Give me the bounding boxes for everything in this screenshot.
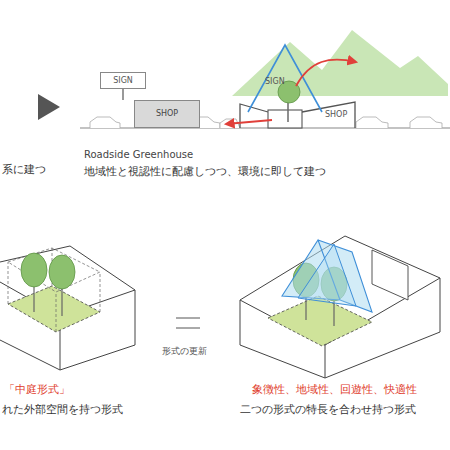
update-label: 形式の更新 [162, 346, 207, 356]
equals-sign [176, 318, 200, 319]
shop-box: SHOP [134, 100, 200, 128]
sign-board: SIGN [100, 72, 146, 89]
form-caption: れた外部空間を持つ形式 [2, 404, 123, 417]
qualities-label: 象徴性、地域性、回遊性、快適性 [252, 384, 417, 397]
greenhouse-roof [248, 45, 322, 112]
form-caption: 二つの形式の特長を合わせ持つ形式 [240, 404, 416, 417]
shop-label: SHOP [325, 110, 347, 119]
greenhouse-base [268, 110, 302, 128]
caption-fragment: 系に建つ [2, 164, 46, 177]
sign-label: SIGN [265, 77, 285, 86]
node-text: SHOP [156, 109, 178, 118]
house-with-greenhouse [240, 236, 440, 378]
sign-post [122, 89, 124, 100]
view-arrow [296, 60, 356, 86]
access-arrow [226, 120, 272, 124]
scheme-caption: 地域性と視認性に配慮しつつ、環境に即して建つ [84, 166, 326, 179]
mountains [232, 30, 448, 96]
scheme-title: Roadside Greenhouse [84, 149, 193, 161]
equals-sign [176, 328, 200, 329]
node-text: SIGN [113, 76, 133, 85]
building-outline [240, 102, 355, 128]
courtyard-box [0, 246, 135, 370]
play-arrow [38, 94, 60, 120]
form-name: 「中庭形式」 [4, 384, 70, 397]
